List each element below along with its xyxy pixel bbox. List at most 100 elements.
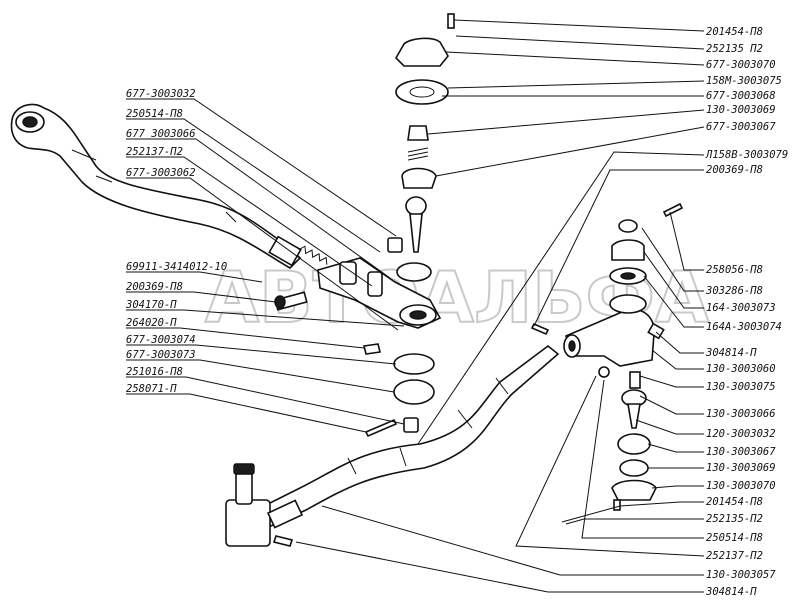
lower-spring — [619, 459, 649, 477]
clamp-socket-hole — [409, 310, 427, 320]
leader-lines — [126, 19, 705, 593]
tie-rod-bands — [347, 377, 509, 475]
label-252137-p2: 252137-П2 — [126, 146, 183, 158]
upper-ball-joint — [395, 13, 455, 282]
upper-screw — [447, 13, 455, 29]
tie-rod-end-housing — [225, 499, 271, 547]
lower-screw — [613, 499, 621, 511]
lower-seal — [393, 353, 435, 375]
lower-ball-joint — [598, 366, 657, 511]
labels-right-top: 201454-П8 252135 П2 677-3003070 158М-300… — [705, 26, 788, 176]
label-677-3003070: 677-3003070 — [706, 59, 776, 71]
labels-left: 677-3003032 250514-П8 677 3003066 252137… — [125, 88, 227, 395]
upper-gasket-hole — [409, 86, 435, 98]
label-258056-p8: 258056-П8 — [706, 264, 763, 276]
label-130-3003069-top: 130-3003069 — [706, 104, 776, 116]
lower-insert — [617, 433, 651, 455]
label-677-3003067: 677-3003067 — [706, 121, 776, 133]
label-130-3003060: 130-3003060 — [706, 363, 776, 375]
label-158m-3003075: 158М-3003075 — [706, 75, 782, 87]
cotter-pin — [364, 418, 398, 438]
lower-washer — [393, 379, 435, 405]
drag-link-body — [10, 103, 302, 269]
upper-spring-seat — [407, 125, 429, 141]
drag-link-nut — [268, 235, 302, 267]
label-201454-p8-top: 201454-П8 — [706, 26, 763, 38]
label-677-3003066: 677 3003066 — [126, 128, 196, 140]
knuckle-washer-hole — [620, 272, 636, 280]
label-677-3003068: 677-3003068 — [706, 90, 776, 102]
bolt-right — [530, 322, 550, 336]
label-677-3003074: 677-3003074 — [126, 334, 196, 346]
label-250514-p8: 250514-П8 — [126, 108, 183, 120]
clamp-ear-1 — [339, 261, 357, 285]
label-130-3003067: 130-3003067 — [706, 446, 776, 458]
label-258071-p: 258071-П — [126, 383, 177, 395]
knuckle-seal — [611, 239, 645, 261]
steering-arm-socket — [609, 294, 647, 314]
label-303286-p8: 303286-П8 — [705, 285, 763, 297]
knuckle-nut — [618, 219, 638, 233]
label-304170-p: 304170-П — [125, 299, 177, 311]
drag-link-eye-hole — [22, 116, 38, 128]
label-201454-p8-bottom: 201454-П8 — [706, 496, 763, 508]
cotter-pin-right — [662, 202, 684, 218]
lower-pin-stem — [629, 371, 641, 389]
label-677-3003062: 677-3003062 — [126, 167, 196, 179]
label-677-3003073: 677-3003073 — [126, 349, 196, 361]
tie-rod-end-nut — [233, 463, 255, 475]
label-677-3003032: 677-3003032 — [126, 88, 196, 100]
upper-seal — [396, 262, 432, 282]
label-252135-p2-top: 252135 П2 — [706, 43, 763, 55]
drag-link — [10, 103, 328, 269]
lower-cap — [611, 479, 657, 501]
upper-gasket — [395, 79, 449, 105]
ball-pin-shank — [409, 213, 423, 253]
lower-ball-pin-shank — [627, 403, 641, 429]
drag-link-bands — [71, 149, 237, 223]
upper-insert — [401, 167, 437, 189]
label-304814-p-bottom: 304814-П — [705, 586, 757, 598]
label-130-3003057: 130-3003057 — [706, 569, 776, 581]
label-130-3003070: 130-3003070 — [706, 480, 776, 492]
label-200369-p8: 200369-П8 — [126, 281, 183, 293]
lower-plug — [598, 366, 610, 378]
label-130-3003066: 130-3003066 — [706, 408, 776, 420]
upper-cap — [395, 37, 449, 67]
label-130-3003069: 130-3003069 — [706, 462, 776, 474]
tie-rod — [225, 344, 560, 547]
steering-arm-eye-hole — [568, 340, 576, 352]
label-252135-p2-bottom: 252135-П2 — [706, 513, 763, 525]
lower-nut — [403, 417, 419, 433]
tie-rod-fitting — [272, 535, 294, 547]
label-164a-3003074: 164А-3003074 — [706, 321, 782, 333]
grease-fitting — [363, 343, 381, 355]
label-264020-p: 264020-П — [126, 317, 177, 329]
label-200369-p8-right: 200369-П8 — [706, 164, 763, 176]
upper-spring — [407, 147, 429, 161]
label-251016-p8: 251016-П8 — [126, 366, 183, 378]
label-304814-p-mid: 304814-П — [705, 347, 757, 359]
steering-arm — [530, 202, 684, 367]
label-252137-p2-bottom: 252137-П2 — [706, 550, 763, 562]
tie-rod-end-stud — [235, 471, 253, 505]
labels-right-mid: 258056-П8 303286-П8 164-3003073 164А-300… — [705, 264, 782, 598]
label-250514-p8-bottom: 250514-П8 — [706, 532, 763, 544]
clamp-bolt-head — [274, 295, 286, 309]
label-120-3003032: 120-3003032 — [706, 428, 776, 440]
clamp-nut — [387, 237, 403, 253]
label-69911-3414012-10: 69911-3414012-10 — [126, 261, 227, 273]
small-hardware-left — [363, 343, 435, 438]
drag-link-thread — [298, 245, 328, 265]
label-130-3003075: 130-3003075 — [706, 381, 776, 393]
fitting-right — [647, 322, 665, 340]
ball-pin-head — [405, 196, 427, 216]
tie-rod-body — [255, 344, 560, 532]
label-164-3003073: 164-3003073 — [706, 302, 776, 314]
clamp-ear-2 — [367, 271, 383, 297]
clamp-assembly — [274, 237, 442, 329]
tie-rod-end-clamp — [266, 499, 304, 529]
label-l158v-3003079: Л158В-3003079 — [705, 149, 788, 161]
